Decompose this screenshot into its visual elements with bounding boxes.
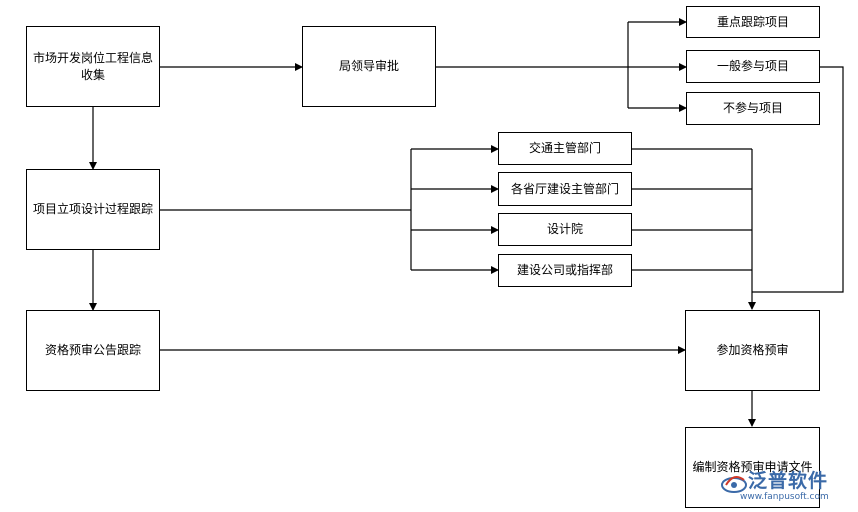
fanpu-logo-icon	[721, 475, 747, 493]
node-design-tracking-label: 项目立项设计过程跟踪	[33, 202, 154, 216]
node-join-prequal[interactable]: 参加资格预审	[685, 310, 820, 391]
node-construction-company-label: 建设公司或指挥部	[516, 263, 613, 277]
node-no-project[interactable]: 不参与项目	[686, 92, 820, 125]
node-no-project-label: 不参与项目	[722, 101, 783, 115]
node-info-collection[interactable]: 市场开发岗位工程信息收集	[26, 26, 160, 107]
node-province-dept-label: 各省厅建设主管部门	[510, 181, 619, 196]
node-join-prequal-label: 参加资格预审	[716, 343, 789, 357]
node-transport-dept[interactable]: 交通主管部门	[498, 132, 632, 165]
node-compile-prequal[interactable]: 编制资格预审申请文件	[685, 427, 820, 508]
node-leader-approval[interactable]: 局领导审批	[302, 26, 436, 107]
node-info-collection-label: 市场开发岗位工程信息收集	[33, 50, 154, 82]
node-key-project[interactable]: 重点跟踪项目	[686, 6, 820, 38]
node-key-project-label: 重点跟踪项目	[716, 14, 789, 29]
node-construction-company[interactable]: 建设公司或指挥部	[498, 254, 632, 287]
node-general-project[interactable]: 一般参与项目	[686, 50, 820, 83]
node-compile-prequal-label: 编制资格预审申请文件	[692, 460, 813, 474]
node-design-tracking[interactable]: 项目立项设计过程跟踪	[26, 169, 160, 250]
node-transport-dept-label: 交通主管部门	[528, 141, 601, 155]
watermark-url: www.fanpusoft.com	[740, 492, 829, 502]
watermark-name: 泛普软件	[748, 470, 829, 492]
node-province-dept[interactable]: 各省厅建设主管部门	[498, 172, 632, 206]
node-leader-approval-label: 局领导审批	[338, 59, 399, 73]
watermark: 泛普软件 www.fanpusoft.com	[720, 466, 848, 506]
node-prequal-notice-label: 资格预审公告跟踪	[44, 343, 141, 357]
node-design-institute-label: 设计院	[546, 222, 583, 236]
edge-general-to-join	[752, 66, 844, 293]
node-general-project-label: 一般参与项目	[716, 59, 789, 73]
node-design-institute[interactable]: 设计院	[498, 213, 632, 246]
node-prequal-notice[interactable]: 资格预审公告跟踪	[26, 310, 160, 391]
